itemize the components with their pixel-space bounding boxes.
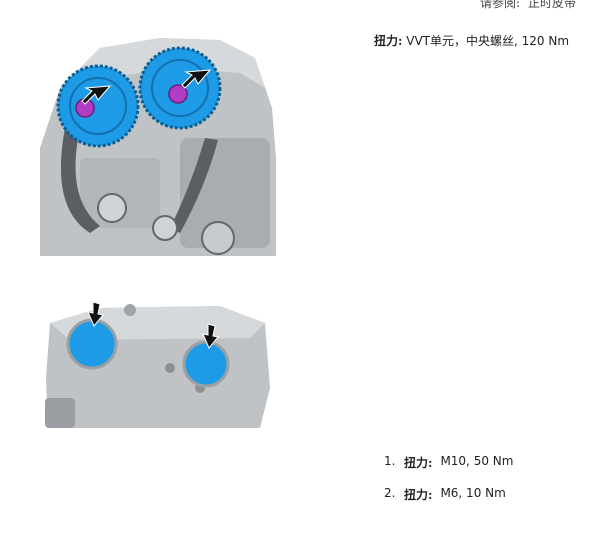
torque-text: VVT单元，中央螺丝, 120 Nm <box>406 34 570 48</box>
reference-line: 请参阅: 正时皮带 <box>480 0 576 11</box>
center-bolt-right <box>168 84 188 104</box>
tensioner-pulley <box>97 193 127 223</box>
list-item: 1. 扭力: M10, 50 Nm <box>384 454 513 486</box>
torque-label: 扭力: <box>374 34 403 48</box>
camshaft-cover-illustration <box>40 268 276 428</box>
arrow-icon <box>202 323 219 349</box>
arrow-icon <box>181 69 212 89</box>
arrow-icon <box>81 85 112 105</box>
torque-value: M6, 10 Nm <box>440 486 506 500</box>
torque-label: 扭力: <box>404 488 433 502</box>
see-also-link[interactable]: 正时皮带 <box>527 0 576 10</box>
vvt-torque-note: 扭力: VVT单元，中央螺丝, 120 Nm <box>374 34 584 49</box>
idler-pulley <box>152 215 178 241</box>
crank-pulley <box>201 221 235 255</box>
step-number: 2. <box>384 486 396 500</box>
see-also-label: 请参阅: <box>479 0 520 10</box>
timing-belt-left <box>60 128 100 233</box>
torque-label: 扭力: <box>404 456 433 470</box>
cover-plugs-drawing <box>45 301 270 428</box>
sprocket-inner-ring <box>151 59 209 117</box>
cover-plug-left <box>66 318 118 370</box>
mount-boss <box>124 304 136 316</box>
engine-front-illustration <box>40 28 276 256</box>
timing-belt-right <box>170 138 218 233</box>
list-item: 2. 扭力: M6, 10 Nm <box>384 486 513 518</box>
oil-filter-housing <box>45 398 75 428</box>
cover-plug-right <box>182 340 230 388</box>
sprocket-inner-ring <box>69 77 127 135</box>
torque-value: M10, 50 Nm <box>440 454 514 468</box>
torque-steps-list: 1. 扭力: M10, 50 Nm 2. 扭力: M6, 10 Nm <box>384 454 513 518</box>
mount-boss <box>165 363 175 373</box>
arrow-icon <box>87 301 104 327</box>
step-number: 1. <box>384 454 396 468</box>
vvt-sprockets-drawing <box>40 38 276 256</box>
